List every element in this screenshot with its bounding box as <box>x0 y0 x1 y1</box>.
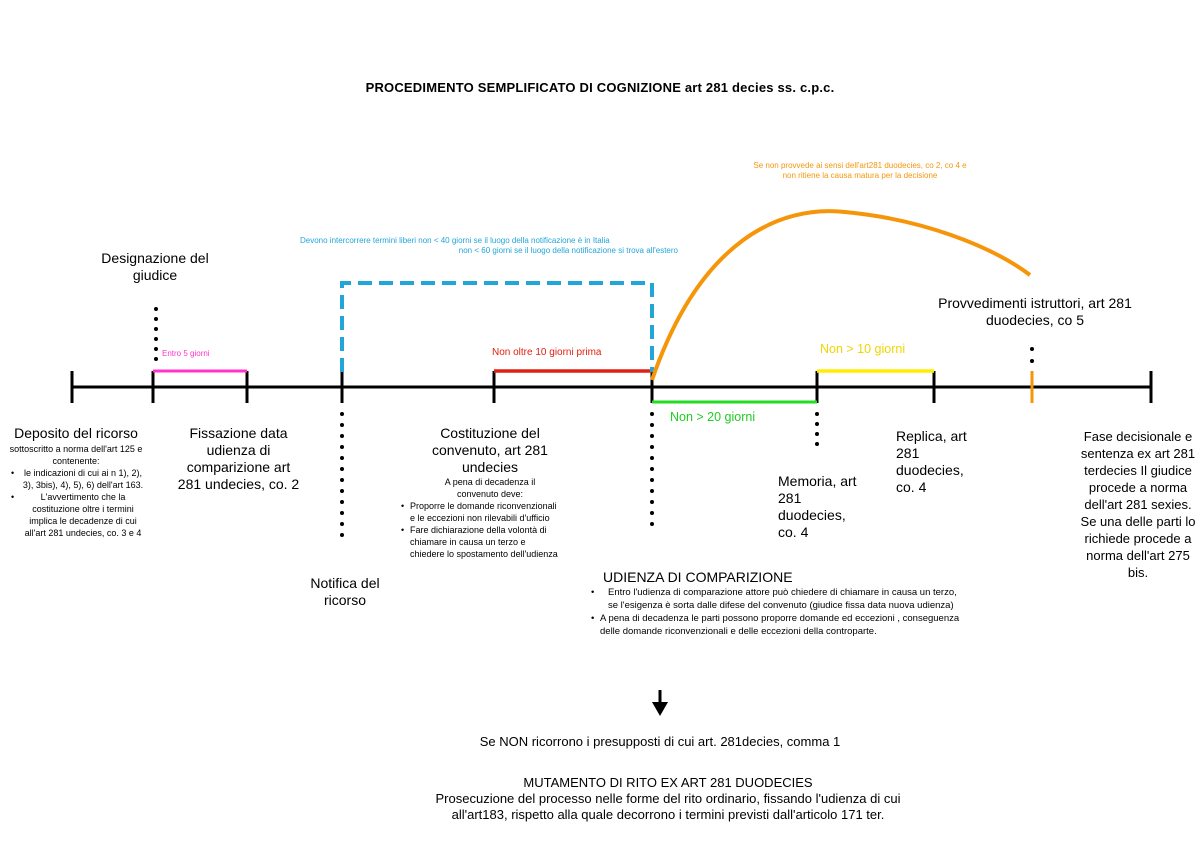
block-deposito: Deposito del ricorso sottoscritto a norm… <box>6 425 146 539</box>
label-prosecuzione: Prosecuzione del processo nelle forme de… <box>0 791 1200 823</box>
block-udienza: UDIENZA DI COMPARIZIONE Entro l'udienza … <box>590 569 960 638</box>
label-fissazione: Fissazione data udienza di comparizione … <box>177 425 300 492</box>
label-memoria: Memoria, art 281 duodecies, co. 4 <box>778 473 857 540</box>
label-se-non: Se NON ricorrono i presupposti di cui ar… <box>479 734 841 749</box>
arc-note-line2: non ritiene la causa matura per la decis… <box>782 171 938 180</box>
arc-note-line1: Se non provvede ai sensi dell'art281 duo… <box>753 161 967 170</box>
udienza-bullet: A pena di decadenza le parti possono pro… <box>591 612 960 638</box>
label-provvedimenti: Provvedimenti istruttori, art 281 duodec… <box>938 295 1132 328</box>
deposito-bullet: L'avvertimento che la costituzione oltre… <box>11 491 146 539</box>
label-non-oltre-10: Non oltre 10 giorni prima <box>492 347 602 358</box>
cyan-note: Devono intercorrere termini liberi non <… <box>300 236 678 256</box>
prosecuzione-line1: Prosecuzione del processo nelle forme de… <box>435 791 901 806</box>
cyan-bracket <box>340 281 654 372</box>
costituzione-title: Costituzione del convenuto, art 281 unde… <box>432 425 548 475</box>
label-notifica: Notifica del ricorso <box>310 575 380 608</box>
diagram-title: PROCEDIMENTO SEMPLIFICATO DI COGNIZIONE … <box>365 80 835 95</box>
costituzione-bullets: Proporre le domande riconvenzionali e le… <box>400 500 560 560</box>
deposito-intro: sottoscritto a norma dell'art 125 e cont… <box>9 444 143 466</box>
label-non-gt-20: Non > 20 giorni <box>670 410 756 424</box>
costituzione-intro: A pena di decadenza il convenuto deve: <box>444 477 536 499</box>
costituzione-bullet: Fare dichiarazione della volontà di chia… <box>401 524 560 560</box>
label-non-gt-10: Non > 10 giorni <box>820 342 906 356</box>
cyan-note-line2: non < 60 giorni se il luogo della notifi… <box>458 246 678 255</box>
block-costituzione: Costituzione del convenuto, art 281 unde… <box>400 425 580 560</box>
arc-note: Se non provvede ai sensi dell'art281 duo… <box>690 161 1030 181</box>
cyan-note-line1: Devono intercorrere termini liberi non <… <box>300 236 610 245</box>
prosecuzione-line2: all'art183, rispetto alla quale decorron… <box>451 807 885 822</box>
deposito-bullet: le indicazioni di cui ai n 1), 2), 3), 3… <box>11 467 146 491</box>
udienza-bullet: Entro l'udienza di comparazione attore p… <box>591 586 960 612</box>
costituzione-bullet: Proporre le domande riconvenzionali e le… <box>401 500 560 524</box>
deposito-title: Deposito del ricorso <box>14 425 138 441</box>
udienza-bullets: Entro l'udienza di comparazione attore p… <box>590 586 960 638</box>
orange-arc <box>650 209 1032 381</box>
arrow-down-icon <box>652 702 668 716</box>
label-replica: Replica, art 281 duodecies, co. 4 <box>896 428 967 495</box>
deposito-bullets: le indicazioni di cui ai n 1), 2), 3), 3… <box>6 467 146 539</box>
label-entro-5-giorni: Entro 5 giorni <box>162 349 210 358</box>
label-designazione: Designazione del giudice <box>101 250 209 283</box>
udienza-title: UDIENZA DI COMPARIZIONE <box>603 569 793 585</box>
label-fase-decisionale: Fase decisionale e sentenza ex art 281 t… <box>1080 429 1196 580</box>
label-mutamento: MUTAMENTO DI RITO EX ART 281 DUODECIES <box>523 775 813 790</box>
